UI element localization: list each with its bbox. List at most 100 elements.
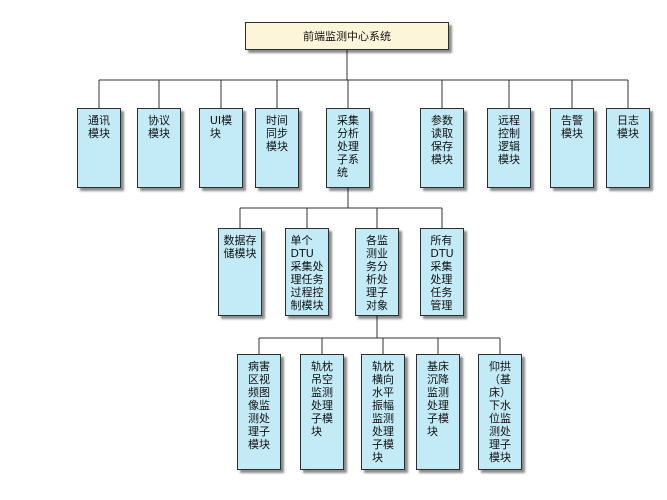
node-label-line: 基床 [427,360,449,373]
node-label-line: 数据存 [223,234,257,247]
node-defect-area-video-monitoring-submodule: 病害 区视 频图 像监 测处 理子 模块 [237,354,281,470]
node-label-line: （基 [489,373,511,386]
node-monitoring-analysis-subobjects: 各监 测业 务分 析处 理子 对象 [355,228,399,316]
node-label-line: 模块 [489,451,511,464]
node-all-dtu-task-management: 所有 DTU 采集 处理 任务 管理 [420,228,464,316]
node-data-storage-module: 数据存 储模块 [218,228,262,316]
root-node: 前端监测中心系统 [245,22,449,50]
node-label-line: 所有 [430,234,453,247]
node-label-line: 模块 [498,153,520,166]
node-label: 病害 区视 频图 像监 测处 理子 模块 [248,360,270,451]
node-label-line: 制模块 [290,299,324,312]
node-label-line: 同步 [266,127,288,140]
node-label: 通讯 模块 [88,114,110,140]
node-label-line: 管理 [430,299,453,312]
node-label-line: 监测 [372,412,394,425]
node-label-line: 模块 [561,127,583,140]
node-label-line: 任务 [430,286,453,299]
node-label-line: 子模 [311,412,333,425]
node-label-line: 析处 [366,273,388,286]
node-label-line: 理子 [489,438,511,451]
node-time-sync-module: 时间 同步 模块 [255,108,299,188]
node-label: 数据存 储模块 [224,234,257,260]
node-label-line: 告警 [561,114,583,127]
node-log-module: 日志 模块 [606,108,650,188]
node-label-line: 统 [337,166,348,179]
node-label-line: 沉降 [427,373,449,386]
node-label-line: 处理 [337,140,359,153]
node-label-line: 块 [311,425,322,438]
node-label-line: 采集处 [290,260,324,273]
node-label: 基床 沉降 监测 处理 子模 块 [427,360,449,438]
node-label-line: 模块 [266,140,288,153]
node-label: 仰拱 （基 床） 下水 位监 测处 理子 模块 [489,360,511,464]
node-invert-water-level-monitoring-submodule: 仰拱 （基 床） 下水 位监 测处 理子 模块 [478,354,522,470]
node-label-line: 对象 [366,299,388,312]
node-label-line: DTU [290,247,314,260]
node-label-line: 病害 [248,360,270,373]
node-label-line: 区视 [248,373,270,386]
node-label-line: 床） [489,386,511,399]
node-label: UI模 块 [210,114,232,140]
node-protocol-module: 协议 模块 [137,108,181,188]
node-label-line: 像监 [248,399,270,412]
node-label-line: 处理 [430,273,453,286]
node-label: 采集 分析 处理 子系 统 [337,114,359,179]
node-label-line: 逻辑 [498,140,520,153]
node-label-line: 控制 [498,127,520,140]
node-label-line: 采集 [430,260,453,273]
node-label: 协议 模块 [148,114,170,140]
node-sleeper-lateral-amplitude-monitoring-submodule: 轨枕 横向 水平 振幅 监测 处理 子模 块 [361,354,405,470]
node-label-line: 务分 [366,260,388,273]
root-node-label: 前端监测中心系统 [303,29,391,43]
node-remote-control-logic-module: 远程 控制 逻辑 模块 [487,108,531,188]
node-label: 各监 测业 务分 析处 理子 对象 [366,234,388,312]
node-label-line: 子模 [427,412,449,425]
node-label-line: 吊空 [311,373,333,386]
node-label-line: 过程控 [290,286,324,299]
node-sleeper-void-monitoring-submodule: 轨枕 吊空 监测 处理 子模 块 [300,354,344,470]
node-label-line: 位监 [489,412,511,425]
node-label-line: 模块 [431,153,453,166]
node-label-line: 模块 [148,127,170,140]
node-label-line: 分析 [337,127,359,140]
node-label-line: 储模块 [223,247,257,260]
node-label: 轨枕 横向 水平 振幅 监测 处理 子模 块 [372,360,394,464]
node-label-line: 下水 [489,399,511,412]
node-label: 单个 DTU 采集处 理任务 过程控 制模块 [291,234,324,312]
node-label-line: 处理 [311,399,333,412]
node-label-line: 横向 [372,373,394,386]
node-label-line: 通讯 [88,114,110,127]
node-label-line: 读取 [431,127,453,140]
node-label-line: 测业 [366,247,388,260]
node-label-line: 处理 [427,399,449,412]
node-label: 轨枕 吊空 监测 处理 子模 块 [311,360,333,438]
node-subgrade-settlement-monitoring-submodule: 基床 沉降 监测 处理 子模 块 [416,354,460,470]
node-acquisition-analysis-subsystem: 采集 分析 处理 子系 统 [326,108,370,188]
node-label: 时间 同步 模块 [266,114,288,153]
node-label-line: 轨枕 [372,360,394,373]
node-label: 告警 模块 [561,114,583,140]
node-label-line: 轨枕 [311,360,333,373]
node-label-line: 子系 [337,153,359,166]
node-label: 日志 模块 [617,114,639,140]
node-label-line: 测处 [489,425,511,438]
node-label-line: 水平 [372,386,394,399]
node-label-line: 模块 [617,127,639,140]
node-ui-module: UI模 块 [199,108,243,188]
node-label-line: 仰拱 [489,360,511,373]
node-single-dtu-task-control-module: 单个 DTU 采集处 理任务 过程控 制模块 [285,228,329,316]
node-label-line: 模块 [88,127,110,140]
node-label-line: 模块 [248,438,270,451]
node-parameter-read-save-module: 参数 读取 保存 模块 [420,108,464,188]
node-label-line: 日志 [617,114,639,127]
node-label-line: 远程 [498,114,520,127]
node-label-line: 振幅 [372,399,394,412]
node-label-line: 各监 [366,234,388,247]
node-label-line: 参数 [431,114,453,127]
node-label-line: 监测 [427,386,449,399]
node-label: 所有 DTU 采集 处理 任务 管理 [430,234,453,312]
node-label-line: 块 [427,425,438,438]
